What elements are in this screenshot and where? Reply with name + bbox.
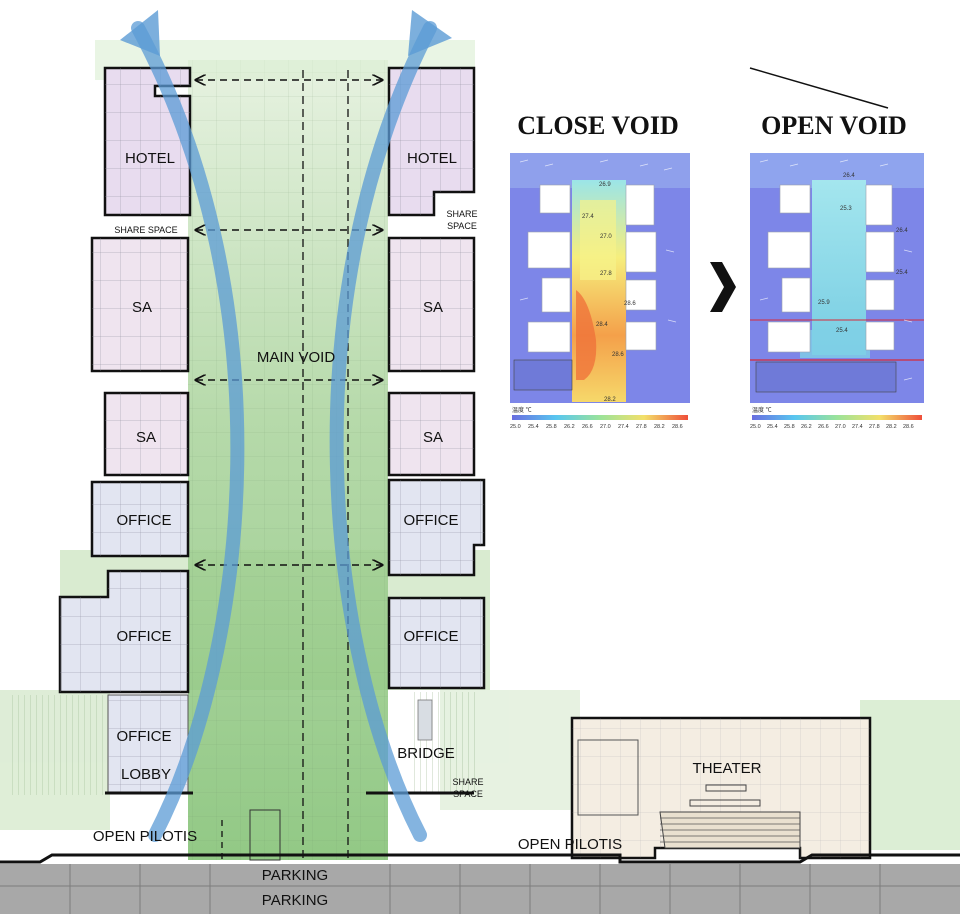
left-office-label-3: OFFICE	[117, 728, 172, 745]
close-value-7: 28.6	[612, 352, 624, 358]
left-tower	[12, 66, 193, 795]
left-office-label-1: OFFICE	[117, 512, 172, 529]
open-value-3: 26.4	[896, 228, 908, 234]
close-value-8: 28.2	[604, 397, 616, 403]
right-office-label-1: OFFICE	[404, 512, 459, 529]
chevron-right-icon	[710, 262, 736, 312]
share-space-right-label-2: SPACE	[447, 221, 477, 231]
lobby-label: LOBBY	[121, 766, 171, 783]
close-value-4: 27.8	[600, 271, 612, 277]
open-scale-tick: 25.8	[784, 424, 795, 430]
right-sa-label-2: SA	[423, 429, 443, 446]
close-value-1: 26.9	[599, 182, 611, 188]
open-scale-tick: 27.8	[869, 424, 880, 430]
close-scale-tick: 27.4	[618, 424, 629, 430]
left-hotel-label: HOTEL	[125, 150, 175, 167]
close-void-heading: CLOSE VOID	[517, 111, 679, 140]
open-scale-tick: 28.6	[903, 424, 914, 430]
open-void-simulation: 26.4 25.3 26.4 25.4 25.9 25.4 温度 ℃ 25.0 …	[750, 153, 924, 430]
open-scale-tick: 26.2	[801, 424, 812, 430]
left-sa-label-1: SA	[132, 299, 152, 316]
close-value-5: 28.6	[624, 301, 636, 307]
share-space-left-label: SHARE SPACE	[114, 225, 177, 235]
open-pilotis-left-label: OPEN PILOTIS	[93, 828, 197, 845]
bridge-label: BRIDGE	[397, 745, 455, 762]
close-scale-tick: 28.6	[672, 424, 683, 430]
close-scale-tick: 25.0	[510, 424, 521, 430]
right-office-label-2: OFFICE	[404, 628, 459, 645]
open-value-2: 25.3	[840, 206, 852, 212]
open-color-scale	[752, 415, 922, 420]
main-void	[95, 40, 475, 861]
airflow-arrows	[131, 21, 437, 842]
parking-label-2: PARKING	[262, 892, 328, 909]
close-void-simulation: 26.9 27.4 27.0 27.8 28.6 28.4 28.6 28.2 …	[510, 153, 690, 430]
open-pilotis-right-label: OPEN PILOTIS	[518, 836, 622, 853]
open-value-4: 25.4	[896, 270, 908, 276]
close-scale-tick: 25.8	[546, 424, 557, 430]
close-scale-tick: 26.6	[582, 424, 593, 430]
heading-accent-line	[749, 67, 889, 109]
main-void-label: MAIN VOID	[257, 349, 336, 366]
arrow-up-right-icon	[408, 10, 452, 56]
parking-label-1: PARKING	[262, 867, 328, 884]
close-scale-tick: 25.4	[528, 424, 539, 430]
close-legend-title: 温度 ℃	[512, 406, 532, 414]
right-hotel-label: HOTEL	[407, 150, 457, 167]
open-scale-tick: 26.6	[818, 424, 829, 430]
right-tower	[366, 66, 486, 795]
close-scale-tick: 27.8	[636, 424, 647, 430]
open-value-5: 25.9	[818, 300, 830, 306]
share-space-labels: SHARE SPACE SHARE SPACE SHARE SPACE	[114, 209, 483, 799]
close-value-6: 28.4	[596, 322, 608, 328]
close-scale-tick: 26.2	[564, 424, 575, 430]
airflow-arrowheads	[120, 10, 452, 56]
close-value-3: 27.0	[600, 234, 612, 240]
close-color-scale	[512, 415, 688, 420]
left-sa-label-2: SA	[136, 429, 156, 446]
parking-level	[0, 864, 960, 914]
arrow-up-left-icon	[120, 10, 160, 56]
share-space-lower-label-1: SHARE	[452, 777, 483, 787]
room-labels: HOTEL SA SA OFFICE OFFICE OFFICE LOBBY H…	[93, 150, 762, 909]
open-scale-tick: 27.0	[835, 424, 846, 430]
theater-building	[570, 716, 872, 860]
simulation-headings: CLOSE VOID OPEN VOID	[517, 111, 907, 140]
ground-line	[0, 853, 960, 864]
open-value-6: 25.4	[836, 328, 848, 334]
close-scale-tick: 27.0	[600, 424, 611, 430]
close-value-2: 27.4	[582, 214, 594, 220]
left-office-label-2: OFFICE	[117, 628, 172, 645]
share-space-lower-label-2: SPACE	[453, 789, 483, 799]
open-scale-tick: 28.2	[886, 424, 897, 430]
close-scale-tick: 28.2	[654, 424, 665, 430]
share-space-right-label-1: SHARE	[446, 209, 477, 219]
right-sa-label-1: SA	[423, 299, 443, 316]
open-legend-title: 温度 ℃	[752, 406, 772, 414]
open-scale-tick: 27.4	[852, 424, 863, 430]
open-value-1: 26.4	[843, 173, 855, 179]
theater-label: THEATER	[693, 760, 762, 777]
open-scale-tick: 25.4	[767, 424, 778, 430]
open-scale-tick: 25.0	[750, 424, 761, 430]
open-void-heading: OPEN VOID	[761, 111, 907, 140]
